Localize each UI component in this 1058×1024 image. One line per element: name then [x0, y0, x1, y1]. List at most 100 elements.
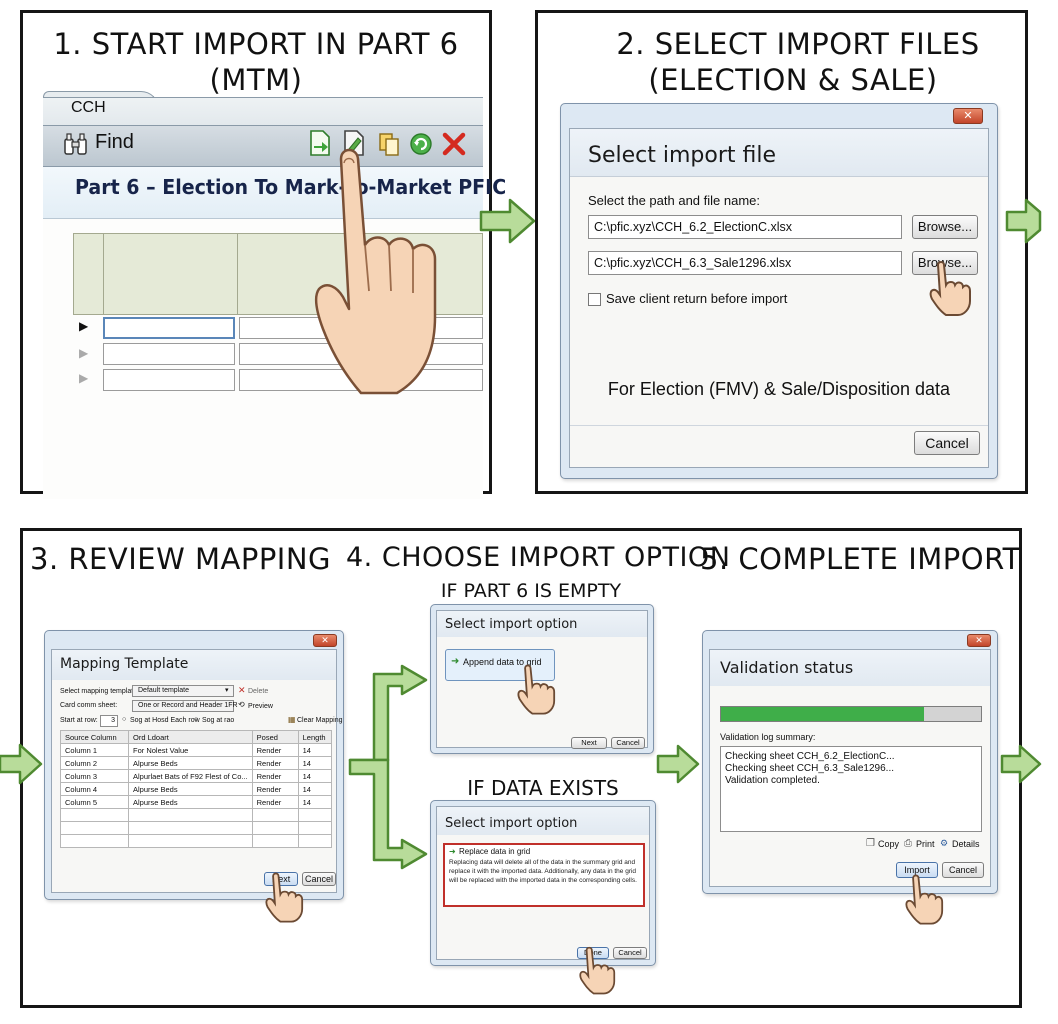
table-row[interactable]: Column 3 Alpurlaet Bats of F92 Flest of …: [60, 769, 333, 783]
hand-pointer-icon: [929, 261, 971, 316]
table-row: [60, 821, 333, 835]
dialog-title-bar: [437, 807, 649, 835]
save-return-checkbox[interactable]: [588, 293, 601, 306]
step2-heading: 2. SELECT IMPORT FILES: [616, 27, 980, 61]
done-button[interactable]: Done: [577, 947, 609, 959]
grid-header-divider: [237, 233, 238, 315]
browse-button-election[interactable]: Browse...: [912, 215, 978, 239]
select-import-file-dialog: ✕ Select import file Select the path and…: [560, 103, 998, 479]
flow-arrow-right: [1005, 198, 1042, 244]
table-cell: Alpurse Beds: [128, 795, 253, 809]
table-row[interactable]: Column 5 Alpurse Beds Render 14: [60, 795, 333, 809]
grid-cell[interactable]: [103, 369, 235, 391]
cancel-button[interactable]: Cancel: [613, 947, 647, 959]
table-cell: Column 4: [60, 782, 129, 796]
sale-file-input[interactable]: C:\pfic.xyz\CCH_6.3_Sale1296.xlsx: [588, 251, 902, 275]
clear-mapping-label[interactable]: Clear Mapping: [297, 717, 343, 724]
table-cell: Column 1: [60, 743, 129, 757]
table-cell: 14: [297, 782, 333, 796]
election-file-input[interactable]: C:\pfic.xyz\CCH_6.2_ElectionC.xlsx: [588, 215, 902, 239]
dialog-title: Mapping Template: [60, 656, 189, 672]
replace-option[interactable]: [443, 843, 645, 907]
copy-icon[interactable]: [377, 131, 403, 157]
append-option[interactable]: [445, 649, 555, 681]
hand-pointer-icon: [314, 148, 437, 395]
table-header[interactable]: Ord Ldoart: [128, 730, 253, 744]
print-icon[interactable]: ⎙: [904, 838, 912, 849]
step5-heading: 5. COMPLETE IMPORT: [700, 542, 1021, 576]
table-row: [60, 808, 333, 822]
cancel-button[interactable]: Cancel: [302, 872, 336, 886]
path-label: Select the path and file name:: [588, 193, 761, 208]
dialog-close-button[interactable]: ✕: [967, 634, 991, 647]
row-pointer-icon: ▶: [79, 346, 89, 360]
sheet-select[interactable]: One or Record and Header 1FR: [132, 700, 238, 712]
table-cell: Alpurse Beds: [128, 756, 253, 770]
table-header[interactable]: Posed: [251, 730, 299, 744]
table-cell: Render: [251, 756, 299, 770]
details-icon[interactable]: ⚙: [940, 838, 949, 848]
grid-cell[interactable]: [103, 317, 235, 339]
exists-case-label: IF DATA EXISTS: [467, 776, 619, 800]
option2-label: Sog at rao: [202, 717, 235, 724]
dialog-close-button[interactable]: ✕: [953, 108, 983, 124]
refresh-icon[interactable]: [409, 132, 433, 156]
binoculars-icon[interactable]: [63, 131, 89, 157]
delete-icon[interactable]: ✕: [238, 685, 246, 695]
dialog-title-bar: [437, 611, 647, 637]
log-line: Checking sheet CCH_6.2_ElectionC...: [725, 751, 895, 762]
dialog-title-bar: [570, 129, 988, 177]
replace-title: Replace data in grid: [459, 847, 531, 856]
dialog-title-bar: [52, 650, 336, 680]
log-label: Validation log summary:: [720, 732, 816, 742]
print-label[interactable]: Print: [916, 839, 935, 849]
table-cell: Alpurlaet Bats of F92 Flest of Co...: [128, 769, 253, 783]
table-header[interactable]: Source Column: [60, 730, 129, 744]
table-cell: Render: [251, 743, 299, 757]
copy-label[interactable]: Copy: [878, 839, 900, 849]
table-cell: Render: [251, 782, 299, 796]
app-tab-bar: [43, 97, 483, 127]
cancel-button[interactable]: Cancel: [942, 862, 984, 878]
log-line: Validation completed.: [725, 775, 820, 786]
table-cell: Alpurse Beds: [128, 782, 253, 796]
cancel-button[interactable]: Cancel: [914, 431, 980, 455]
dialog-footer-line: [570, 425, 988, 426]
start-row-input[interactable]: 3: [100, 715, 118, 727]
hand-pointer-icon: [265, 872, 304, 923]
append-label: Append data to grid: [463, 657, 542, 667]
close-icon[interactable]: [441, 131, 467, 157]
clear-mapping-icon[interactable]: ▦: [288, 715, 296, 724]
copy-icon[interactable]: ❐: [866, 838, 875, 849]
flow-arrow-right: [1000, 744, 1042, 784]
chevron-down-icon[interactable]: ▾: [225, 687, 229, 694]
log-box[interactable]: Checking sheet CCH_6.2_ElectionC... Chec…: [720, 746, 982, 832]
import-note: For Election (FMV) & Sale/Disposition da…: [607, 379, 951, 399]
cancel-button[interactable]: Cancel: [611, 737, 645, 749]
arrow-right-icon: ➜: [449, 847, 456, 856]
save-return-label: Save client return before import: [606, 291, 788, 306]
table-cell: 14: [297, 743, 333, 757]
grid-cell[interactable]: [103, 343, 235, 365]
details-label[interactable]: Details: [952, 839, 980, 849]
table-row[interactable]: Column 4 Alpurse Beds Render 14: [60, 782, 333, 796]
step1-panel: 1. START IMPORT IN PART 6 (MTM) CCH Find…: [20, 10, 506, 499]
import-icon[interactable]: [307, 129, 333, 157]
radio-option[interactable]: ○: [122, 716, 127, 723]
find-label[interactable]: Find: [95, 131, 134, 153]
delete-label[interactable]: Delete: [248, 688, 269, 695]
preview-icon[interactable]: ⟲: [238, 700, 245, 709]
next-button[interactable]: Next: [571, 737, 607, 749]
dialog-close-button[interactable]: ✕: [313, 634, 337, 647]
step3-heading: 3. REVIEW MAPPING: [30, 542, 332, 576]
radio-option[interactable]: ○: [194, 716, 199, 723]
template-select[interactable]: Default template: [132, 685, 234, 697]
table-header[interactable]: Length: [297, 730, 333, 744]
template-label: Select mapping template:: [60, 688, 139, 695]
empty-case-label: IF PART 6 IS EMPTY: [440, 580, 622, 602]
table-row[interactable]: Column 1 For Nolest Value Render 14: [60, 743, 333, 757]
hand-pointer-icon: [517, 664, 556, 715]
validation-status-dialog: ✕ Validation status Validation log summa…: [702, 630, 998, 894]
preview-label[interactable]: Preview: [248, 703, 273, 710]
table-row[interactable]: Column 2 Alpurse Beds Render 14: [60, 756, 333, 770]
